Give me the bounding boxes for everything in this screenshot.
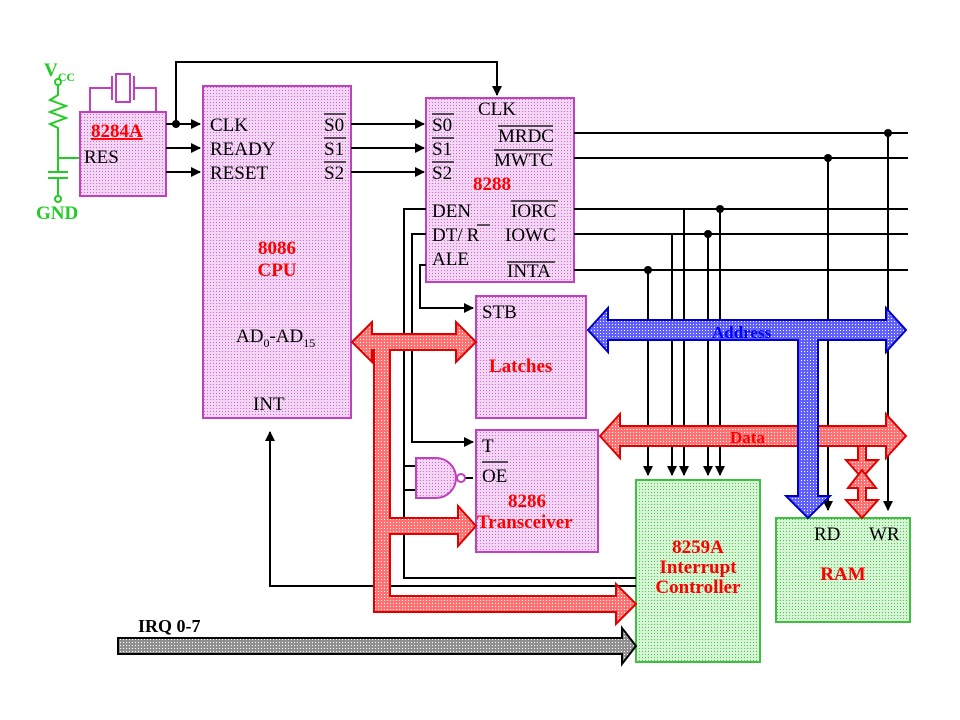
cpu-ready-pin: READY	[210, 139, 276, 160]
bc-s2-pin: S2	[432, 163, 452, 184]
pic-name: 8259A	[672, 537, 724, 558]
bc-iorc-pin: IORC	[511, 201, 556, 222]
cpu-s0-pin: S0	[324, 115, 344, 136]
cpu-chip	[202, 85, 352, 419]
interrupt-controller-chip	[635, 479, 761, 663]
irq-label: IRQ 0-7	[138, 616, 201, 636]
gnd-label: GND	[36, 203, 78, 224]
pic-name-2: Interrupt	[659, 557, 737, 578]
bc-mwtc-pin: MWTC	[494, 150, 553, 171]
bc-den-pin: DEN	[432, 201, 471, 222]
cpu-ad-pin: AD0-AD15	[236, 326, 315, 350]
data-bus-label: Data	[730, 428, 765, 447]
transceiver-oe-pin: OE	[482, 466, 507, 487]
bc-mrdc-pin: MRDC	[498, 126, 554, 147]
transceiver-t-pin: T	[482, 436, 494, 457]
ram-rd-pin: RD	[814, 524, 840, 545]
ram-name: RAM	[820, 564, 865, 585]
address-bus	[586, 305, 908, 520]
power-circuit	[47, 78, 80, 203]
res-pin-label: RES	[84, 147, 119, 168]
clock-generator-title: 8284A	[91, 121, 143, 142]
crystal-icon	[89, 73, 157, 112]
bc-s1-pin: S1	[432, 139, 452, 160]
bc-overbars	[432, 113, 558, 263]
bc-ale-pin: ALE	[432, 249, 469, 270]
transceiver-name-sub: Transceiver	[477, 512, 573, 533]
ram-wr-pin: WR	[869, 524, 900, 545]
cpu-name-sub: CPU	[257, 260, 296, 281]
cpu-s2-pin: S2	[324, 163, 344, 184]
cpu-ad-bus	[350, 319, 638, 627]
ram-chip	[775, 517, 911, 623]
cpu-s1-pin: S1	[324, 139, 344, 160]
bus-controller-chip	[425, 97, 575, 283]
bc-dtr-pin: DT/R	[432, 225, 480, 246]
bc-inta-pin: INTA	[507, 261, 551, 282]
bc-iowc-pin: IOWC	[505, 225, 556, 246]
cpu-reset-pin: RESET	[210, 163, 268, 184]
transceiver-chip	[475, 429, 599, 553]
vcc-label: VCC	[44, 60, 75, 84]
cpu-int-pin: INT	[253, 394, 285, 415]
nand-gate-icon	[415, 457, 457, 499]
cpu-status-overbars	[324, 113, 346, 163]
latches-chip	[475, 295, 587, 419]
latches-stb-pin: STB	[482, 302, 517, 323]
bc-clk-pin: CLK	[478, 99, 516, 120]
bc-s0-pin: S0	[432, 115, 452, 136]
bc-name: 8288	[473, 174, 511, 195]
clock-generator-chip	[79, 111, 167, 197]
irq-bus	[117, 625, 638, 667]
cpu-clk-pin: CLK	[210, 115, 248, 136]
data-bus	[598, 411, 908, 520]
cpu-name: 8086	[258, 238, 296, 259]
address-bus-label: Address	[712, 323, 772, 342]
junction-dots	[172, 120, 892, 274]
latches-name: Latches	[489, 356, 552, 377]
transceiver-name: 8286	[508, 491, 546, 512]
pic-name-3: Controller	[655, 577, 741, 598]
